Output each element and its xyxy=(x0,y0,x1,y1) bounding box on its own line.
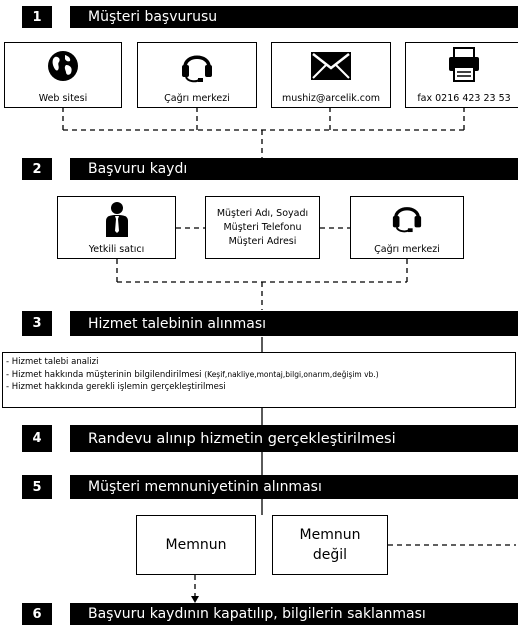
step-title-5: Müşteri memnuniyetinin alınması xyxy=(70,475,518,499)
envelope-icon xyxy=(311,52,351,80)
not-satisfied-box: Memnun değil xyxy=(272,515,388,575)
channel-label-callcenter: Çağrı merkezi xyxy=(164,93,230,104)
headset-icon xyxy=(392,207,422,233)
channel-callcenter: Çağrı merkezi xyxy=(137,42,257,108)
step-title-3: Hizmet talebinin alınması xyxy=(70,311,518,336)
step-title-2: Başvuru kaydı xyxy=(70,158,518,180)
not-satisfied-label-1: Memnun xyxy=(299,527,361,543)
person-icon xyxy=(105,202,128,237)
step-number-3: 3 xyxy=(22,311,52,336)
request-details-box: - Hizmet talebi analizi - Hizmet hakkınd… xyxy=(2,352,516,408)
step-number-5: 5 xyxy=(22,475,52,499)
info-address: Müşteri Adresi xyxy=(228,235,297,247)
request-item-2: - Hizmet hakkında müşterinin bilgilendir… xyxy=(6,369,202,380)
registration-callcenter-label: Çağrı merkezi xyxy=(374,244,440,255)
info-phone: Müşteri Telefonu xyxy=(223,221,302,233)
request-item-1: - Hizmet talebi analizi xyxy=(6,357,99,367)
dealer-label: Yetkili satıcı xyxy=(88,244,145,255)
satisfied-label: Memnun xyxy=(165,537,227,553)
channel-fax: fax 0216 423 23 53 xyxy=(405,42,518,108)
fax-icon xyxy=(449,47,479,82)
channel-label-web: Web sitesi xyxy=(38,93,88,104)
step-number-2: 2 xyxy=(22,158,52,180)
channel-label-fax: fax 0216 423 23 53 xyxy=(417,93,511,104)
customer-info-box: Müşteri Adı, Soyadı Müşteri Telefonu Müş… xyxy=(205,196,320,259)
satisfied-box: Memnun xyxy=(136,515,256,575)
channel-email: mushiz@arcelik.com xyxy=(271,42,391,108)
registration-callcenter: Çağrı merkezi xyxy=(350,196,464,259)
request-item-2-detail: (Keşif,nakliye,montaj,bilgi,onarım,değiş… xyxy=(204,369,379,379)
step-title-4: Randevu alınıp hizmetin gerçekleştirilme… xyxy=(70,425,518,452)
registration-dealer: Yetkili satıcı xyxy=(57,196,176,259)
step-number-4: 4 xyxy=(22,425,52,452)
not-satisfied-label-2: değil xyxy=(312,547,348,563)
channel-web: Web sitesi xyxy=(4,42,122,108)
globe-icon xyxy=(48,51,78,81)
request-item-3: - Hizmet hakkında gerekli işlemin gerçek… xyxy=(6,382,226,392)
channel-label-email: mushiz@arcelik.com xyxy=(281,93,381,104)
info-name: Müşteri Adı, Soyadı xyxy=(216,207,309,219)
step-title-6: Başvuru kaydının kapatılıp, bilgilerin s… xyxy=(70,603,518,625)
step-number-1: 1 xyxy=(22,6,52,28)
step-number-6: 6 xyxy=(22,603,52,625)
headset-icon xyxy=(182,55,212,83)
step-title-1: Müşteri başvurusu xyxy=(70,6,518,28)
